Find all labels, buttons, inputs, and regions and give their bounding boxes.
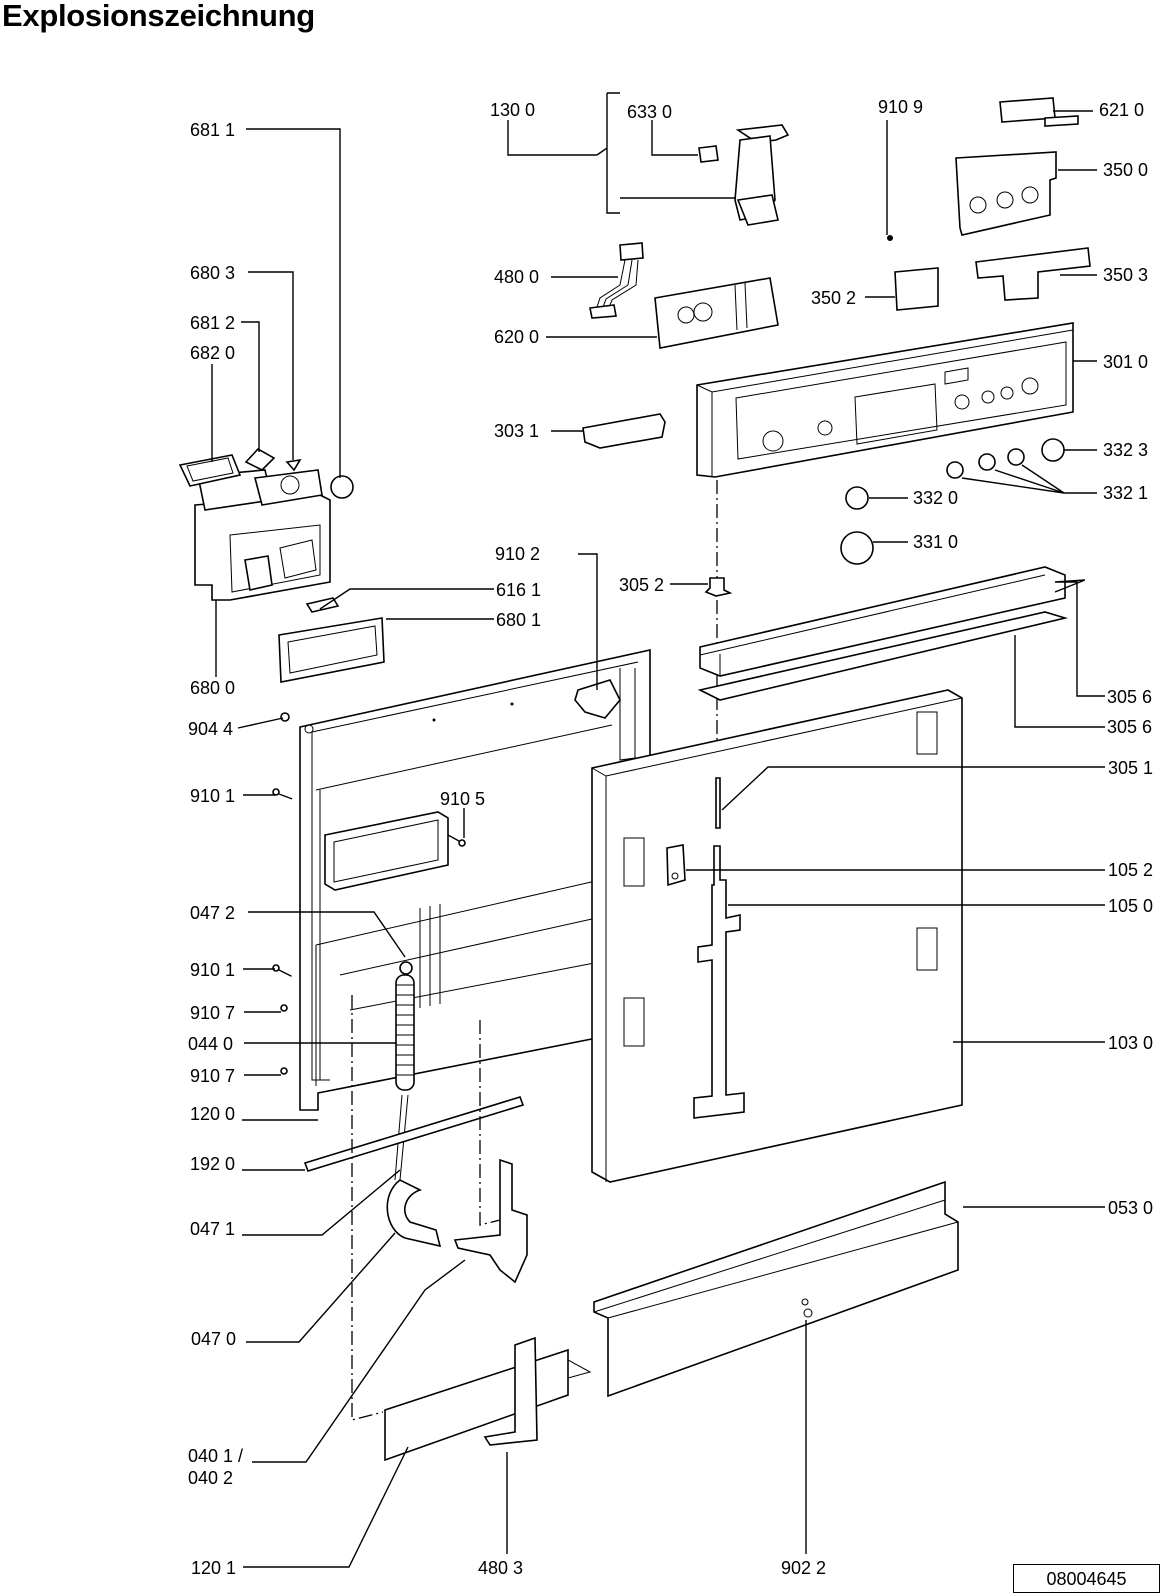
label-105-2: 105 2 xyxy=(1108,860,1153,880)
label-130-0: 130 0 xyxy=(490,100,535,120)
label-681-2: 681 2 xyxy=(190,313,235,333)
document-number: 08004645 xyxy=(1013,1564,1160,1593)
knob-3321b xyxy=(978,453,996,471)
label-305-1: 305 1 xyxy=(1108,758,1153,778)
label-621-0: 621 0 xyxy=(1099,100,1144,120)
label-680-0: 680 0 xyxy=(190,678,235,698)
label-332-0: 332 0 xyxy=(913,488,958,508)
label-350-3: 350 3 xyxy=(1103,265,1148,285)
knob-3321a xyxy=(946,461,964,479)
label-047-1: 047 1 xyxy=(190,1219,235,1239)
label-053-0: 053 0 xyxy=(1108,1198,1153,1218)
knob-3320 xyxy=(845,486,869,510)
outer-door-panel xyxy=(591,689,963,1183)
door-rail xyxy=(303,1096,525,1172)
label-680-3: 680 3 xyxy=(190,263,235,283)
wire-harness xyxy=(619,242,644,261)
knob-3310 xyxy=(840,531,874,565)
screw-9022 xyxy=(801,1298,809,1306)
label-616-1: 616 1 xyxy=(496,580,541,600)
key-carrier xyxy=(975,247,1091,301)
label-910-7a: 910 7 xyxy=(190,1003,235,1023)
gasket-part xyxy=(178,454,242,487)
label-305-2: 305 2 xyxy=(619,575,664,595)
label-040-2: 040 2 xyxy=(188,1468,233,1488)
switch-3502 xyxy=(894,267,939,311)
label-480-3: 480 3 xyxy=(478,1558,523,1578)
clip-part xyxy=(285,458,302,472)
pin-part xyxy=(704,577,733,597)
label-904-4: 904 4 xyxy=(188,719,233,739)
screw-9101a xyxy=(272,788,280,796)
label-103-0: 103 0 xyxy=(1108,1033,1153,1053)
door-spring xyxy=(394,961,415,1181)
label-910-2: 910 2 xyxy=(495,544,540,564)
label-303-1: 303 1 xyxy=(494,421,539,441)
pulley-part xyxy=(386,1179,442,1248)
label-682-0: 682 0 xyxy=(190,343,235,363)
detergent-dispenser xyxy=(194,469,331,601)
label-910-1a: 910 1 xyxy=(190,786,235,806)
label-620-0: 620 0 xyxy=(494,327,539,347)
plinth-panel xyxy=(384,1336,592,1462)
label-902-2: 902 2 xyxy=(781,1558,826,1578)
label-120-1: 120 1 xyxy=(191,1558,236,1578)
door-lock xyxy=(698,124,790,226)
label-680-1: 680 1 xyxy=(496,610,541,630)
electronic-board xyxy=(654,277,779,349)
screw-9109 xyxy=(887,235,893,241)
connector-3031 xyxy=(582,413,666,449)
label-332-1: 332 1 xyxy=(1103,483,1148,503)
label-910-9: 910 9 xyxy=(878,97,923,117)
bottom-strip xyxy=(593,1180,959,1398)
label-047-2: 047 2 xyxy=(190,903,235,923)
knob-3323 xyxy=(1041,438,1065,462)
leader-lines xyxy=(211,92,1105,1568)
control-panel xyxy=(696,322,1074,478)
top-strips xyxy=(697,566,1069,701)
label-350-2: 350 2 xyxy=(811,288,856,308)
label-910-7b: 910 7 xyxy=(190,1066,235,1086)
label-105-0: 105 0 xyxy=(1108,896,1153,916)
lever-part xyxy=(244,447,276,471)
label-044-0: 044 0 xyxy=(188,1034,233,1054)
screw-9107a xyxy=(280,1004,288,1012)
page-title: Explosionszeichnung xyxy=(2,0,315,33)
label-332-3: 332 3 xyxy=(1103,440,1148,460)
label-305-6a: 305 6 xyxy=(1107,687,1152,707)
bracket-board xyxy=(955,151,1057,236)
label-040-1: 040 1 / xyxy=(188,1446,243,1466)
label-910-5: 910 5 xyxy=(440,789,485,809)
label-681-1: 681 1 xyxy=(190,120,235,140)
label-301-0: 301 0 xyxy=(1103,352,1148,372)
cap-part xyxy=(330,475,354,499)
screw-9107b xyxy=(280,1067,288,1075)
label-633-0: 633 0 xyxy=(627,102,672,122)
label-350-0: 350 0 xyxy=(1103,160,1148,180)
label-331-0: 331 0 xyxy=(913,532,958,552)
screw-9044 xyxy=(280,712,290,722)
seal-frame xyxy=(278,617,385,683)
screw-9105 xyxy=(458,839,466,847)
label-192-0: 192 0 xyxy=(190,1154,235,1174)
hinge-bracket xyxy=(453,1158,528,1284)
label-480-0: 480 0 xyxy=(494,267,539,287)
knob-3321c xyxy=(1007,448,1025,466)
screw-9101b xyxy=(272,964,280,972)
guide-line-mid xyxy=(479,1020,501,1226)
label-910-1b: 910 1 xyxy=(190,960,235,980)
label-120-0: 120 0 xyxy=(190,1104,235,1124)
part-labels: 681 1 680 3 681 2 682 0 680 0 616 1 680 … xyxy=(188,97,1153,1578)
label-305-6b: 305 6 xyxy=(1107,717,1152,737)
label-047-0: 047 0 xyxy=(191,1329,236,1349)
